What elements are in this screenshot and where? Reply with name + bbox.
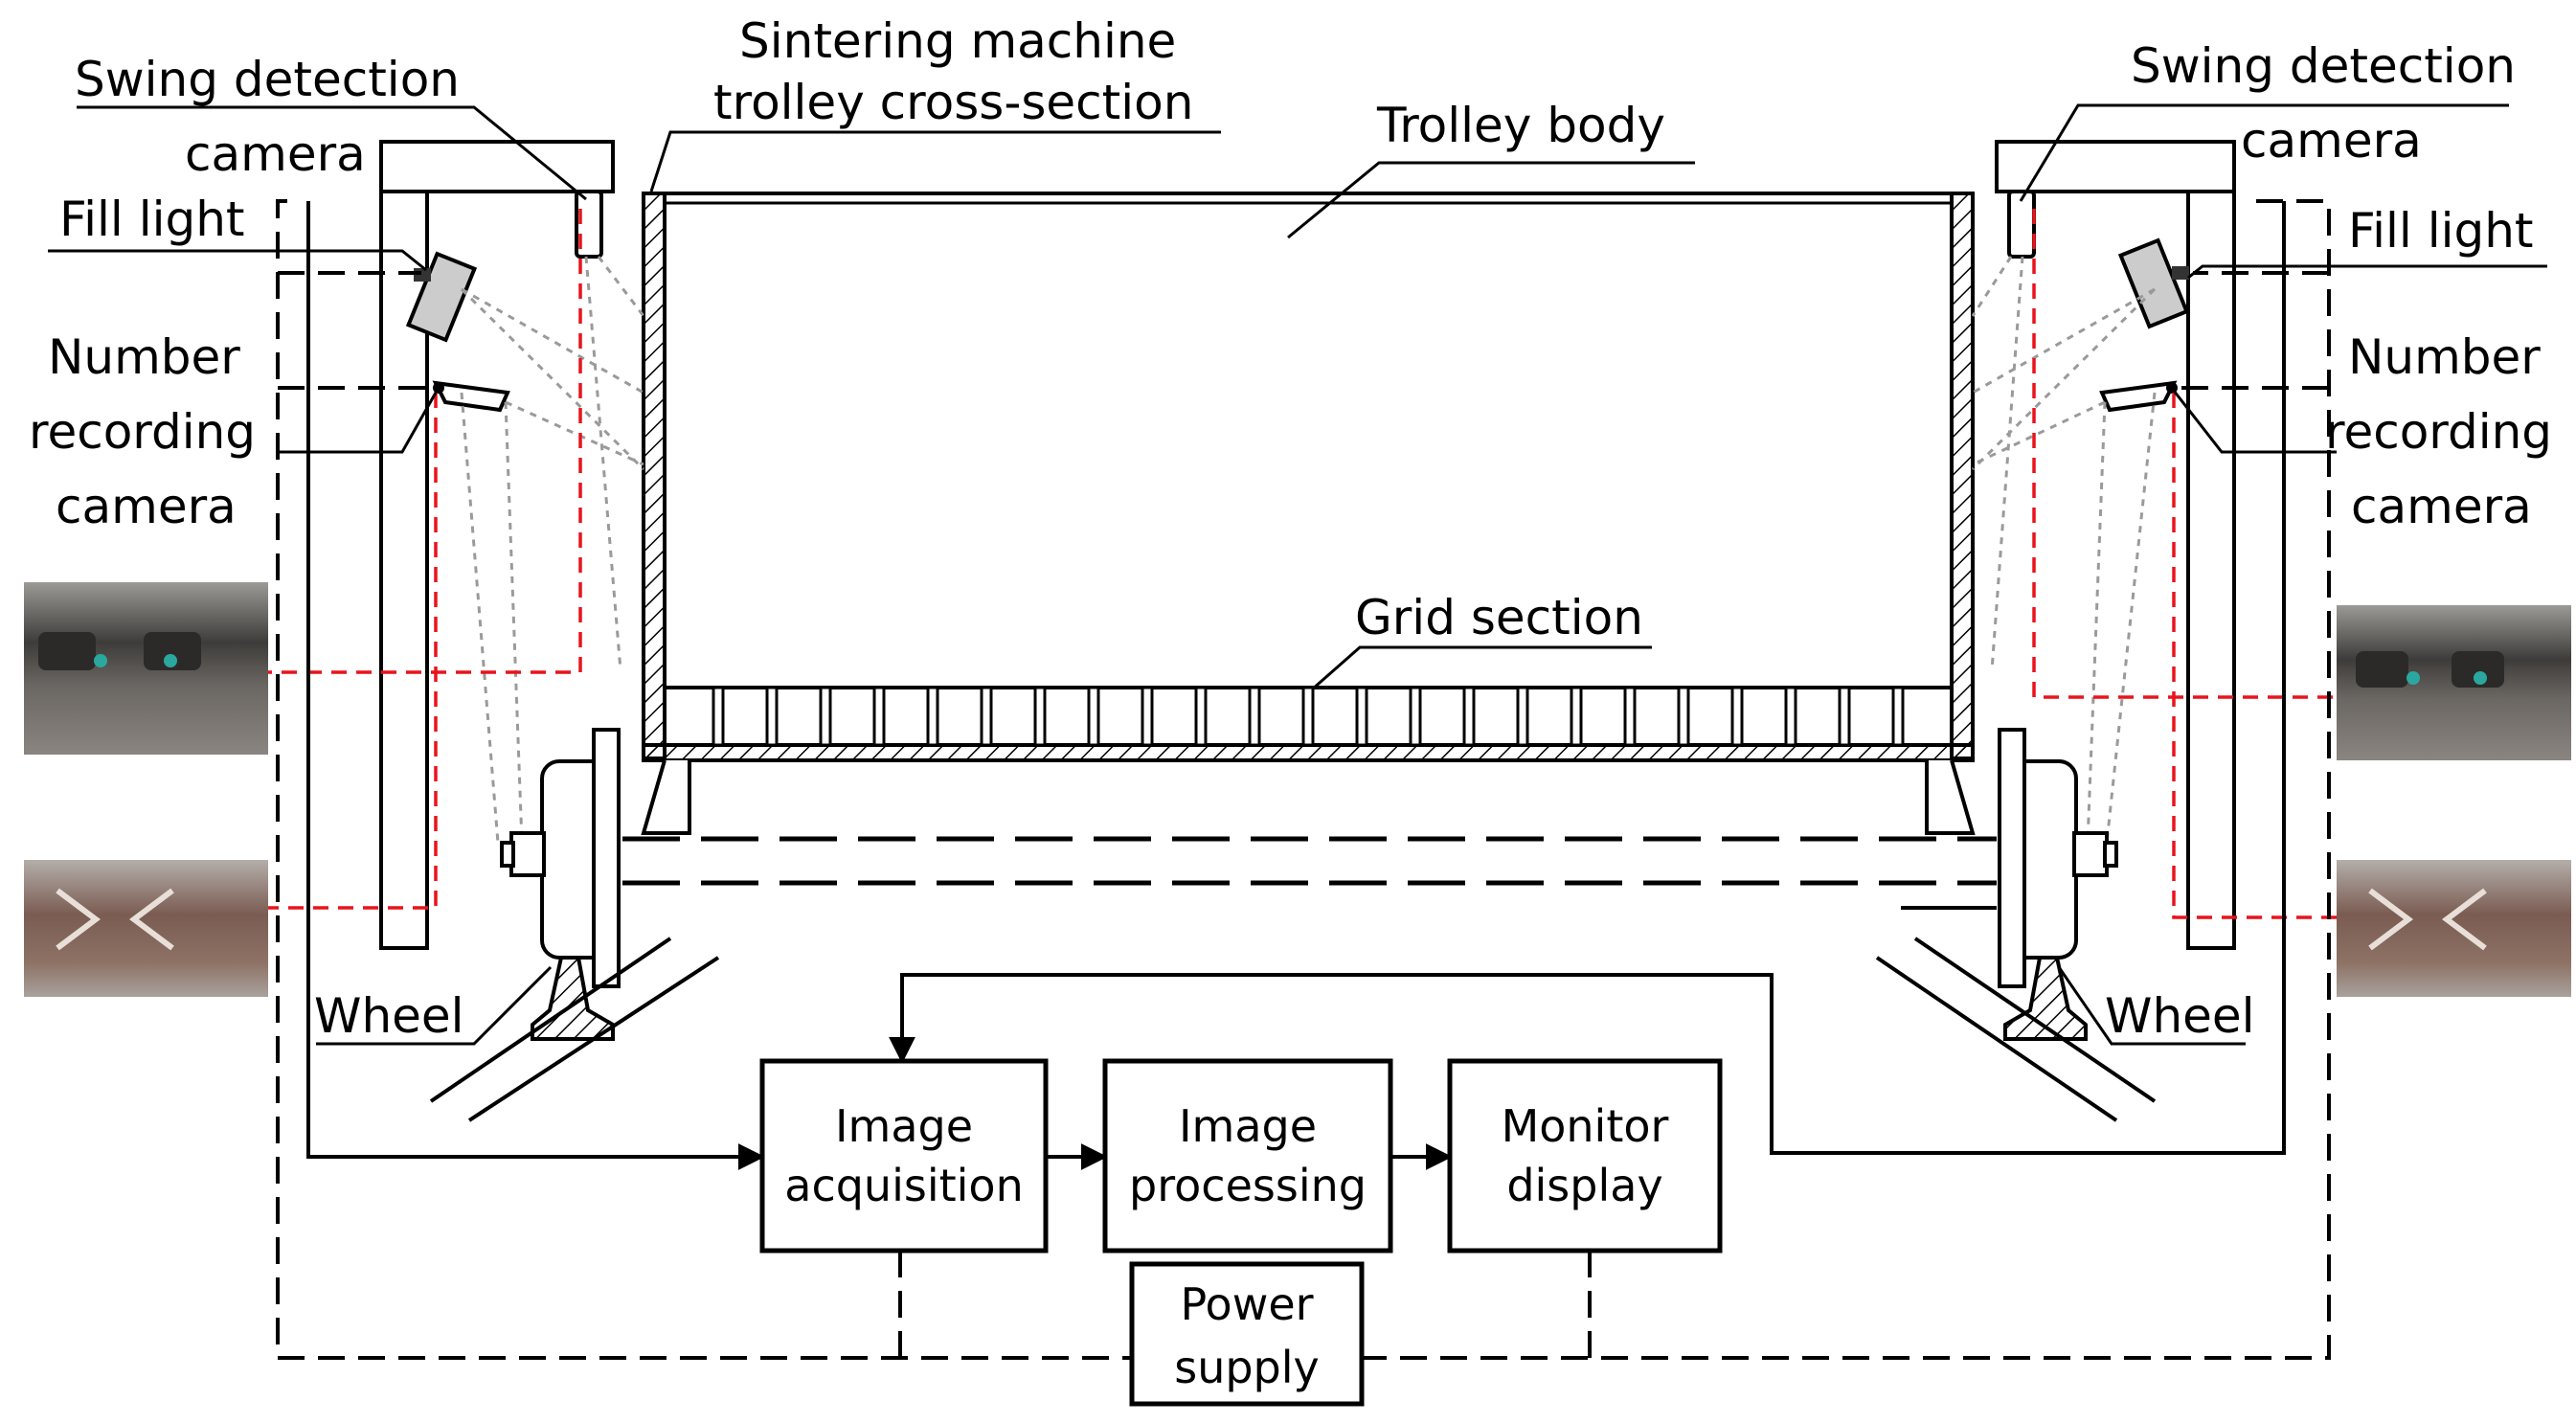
monitor-display-block: Monitor display <box>1447 1058 1723 1254</box>
grid-bar <box>1248 686 1261 747</box>
grid-bar <box>712 686 725 747</box>
image-acquisition-block: Image acquisition <box>759 1058 1049 1254</box>
trolley-cross-section-label-2: trolley cross-section <box>713 75 1193 130</box>
grid-bar <box>1141 686 1154 747</box>
left-number-camera-photo <box>24 860 268 997</box>
left-swing-camera-photo <box>24 582 268 755</box>
grid-bar <box>1677 686 1690 747</box>
monitor-display-label-line1: Monitor <box>1502 1100 1669 1152</box>
grid-bar <box>1409 686 1422 747</box>
grid-bar <box>1355 686 1368 747</box>
camera-field-of-view-lines <box>460 256 2157 844</box>
number-recording-camera-right-label-2: recording <box>2325 404 2552 460</box>
signal-wiring <box>306 201 2286 1170</box>
grid-bar <box>872 686 886 747</box>
wheel-right-label: Wheel <box>2105 988 2255 1044</box>
monitor-display-label-line2: display <box>1506 1160 1662 1211</box>
right-number-camera-photo <box>2337 860 2571 997</box>
trolley-cross-section-label: Sintering machine <box>739 13 1176 69</box>
grid-bar <box>1891 686 1905 747</box>
axle-lines <box>622 836 1997 886</box>
grid-bar <box>1033 686 1047 747</box>
grid-bar <box>1623 686 1637 747</box>
number-recording-camera-left-label-2: recording <box>29 404 256 460</box>
grid-bar <box>1784 686 1797 747</box>
image-processing-label-line1: Image <box>1179 1100 1317 1152</box>
grid-bar <box>1462 686 1476 747</box>
right-camera-post <box>1995 140 2236 950</box>
fill-light-right-label: Fill light <box>2348 203 2534 259</box>
grid-bar <box>765 686 779 747</box>
right-wheel <box>1875 728 2157 1122</box>
fill-light-left-label: Fill light <box>59 192 245 247</box>
grid-bar <box>1087 686 1100 747</box>
power-supply-label-line2: supply <box>1174 1342 1320 1393</box>
swing-detection-camera-right-label-2: camera <box>2241 113 2422 169</box>
power-wiring-dashed <box>276 199 2331 1360</box>
grid-bar <box>1301 686 1315 747</box>
swing-detection-camera-right-label: Swing detection <box>2131 38 2516 94</box>
left-camera-post <box>379 140 615 950</box>
power-supply-label-line1: Power <box>1180 1278 1313 1330</box>
image-processing-block: Image processing <box>1102 1058 1393 1254</box>
grid-bar <box>1194 686 1208 747</box>
swing-detection-camera-left-label-2: camera <box>185 126 366 182</box>
wheel-left-label: Wheel <box>314 988 464 1044</box>
grid-bar <box>1570 686 1583 747</box>
right-swing-camera-photo <box>2337 605 2571 760</box>
number-recording-camera-right-label-3: camera <box>2351 479 2532 534</box>
number-recording-camera-right-label: Number <box>2348 329 2541 385</box>
grid-bar <box>926 686 939 747</box>
grid-bar <box>980 686 993 747</box>
number-recording-camera-left-label: Number <box>48 329 240 385</box>
swing-detection-camera-left-label: Swing detection <box>75 52 460 107</box>
grid-bar <box>1516 686 1529 747</box>
grid-bar <box>1838 686 1851 747</box>
power-supply-block: Power supply <box>1129 1261 1365 1407</box>
right-number-camera <box>2099 380 2178 413</box>
left-number-camera <box>432 380 510 413</box>
left-wheel <box>429 728 720 1122</box>
number-recording-camera-left-label-3: camera <box>56 479 237 534</box>
right-fill-light <box>2117 237 2190 329</box>
image-acquisition-label-line1: Image <box>835 1100 973 1152</box>
image-processing-label-line2: processing <box>1129 1160 1367 1211</box>
grid-bar <box>819 686 832 747</box>
grid-bar <box>1730 686 1744 747</box>
image-acquisition-label-line2: acquisition <box>784 1160 1023 1211</box>
labels: Swing detection camera Fill light Number… <box>29 13 2552 1044</box>
grid-section <box>663 686 1954 747</box>
grid-section-label: Grid section <box>1355 590 1643 645</box>
label-leader-lines <box>48 103 2547 1046</box>
trolley-body-label: Trolley body <box>1376 98 1665 153</box>
